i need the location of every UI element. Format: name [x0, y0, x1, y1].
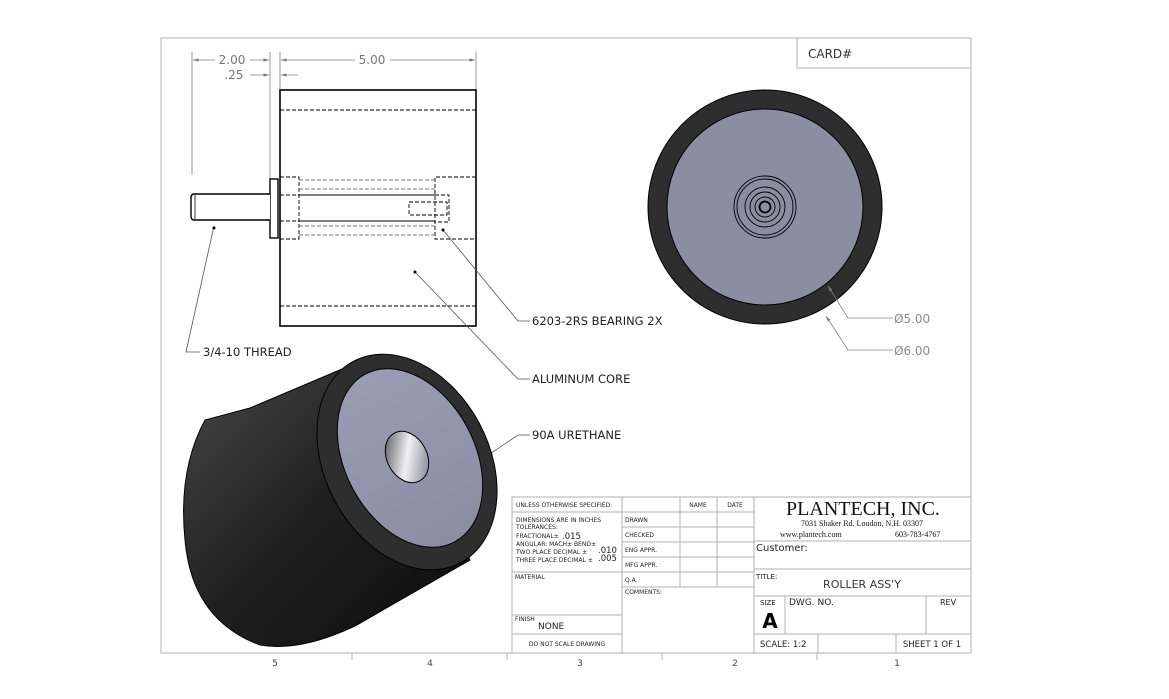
- sheet-number: SHEET 1 OF 1: [903, 640, 961, 650]
- do-not-scale-note: DO NOT SCALE DRAWING: [529, 641, 606, 648]
- drawing-title: ROLLER ASS'Y: [823, 578, 901, 591]
- dim-shaft-length: 2.00: [219, 53, 246, 67]
- size-label: SIZE: [760, 599, 776, 607]
- isometric-view: [183, 353, 498, 647]
- tol-angular: ANGULAR: MACH± BEND±: [516, 541, 596, 548]
- end-view: Ø5.00 Ø6.00: [647, 89, 930, 358]
- dimension-lines: [191, 52, 477, 180]
- signoff-row-eng-appr: ENG APPR.: [625, 547, 657, 554]
- tol-two-place: TWO PLACE DECIMAL ±: [515, 549, 587, 556]
- side-view: [190, 89, 477, 327]
- company-website: www.plantech.com: [780, 530, 842, 539]
- zone-1: 1: [894, 659, 900, 669]
- callout-core: ALUMINUM CORE: [532, 372, 630, 386]
- dim-core-diameter: Ø5.00: [894, 312, 930, 326]
- tol-units: DIMENSIONS ARE IN INCHES: [516, 517, 601, 524]
- tol-two-place-value: .010: [598, 546, 617, 556]
- title-label: TITLE:: [755, 573, 777, 581]
- rev-label: REV: [940, 598, 957, 607]
- callout-urethane: 90A URETHANE: [532, 428, 621, 442]
- customer-label: Customer:: [756, 543, 808, 554]
- signoff-row-qa: Q.A.: [625, 577, 638, 584]
- signoff-row-drawn: DRAWN: [625, 517, 648, 524]
- scale-value: SCALE: 1:2: [760, 640, 807, 650]
- material-label: MATERIAL: [515, 574, 545, 581]
- tol-three-place: THREE PLACE DECIMAL ±: [515, 557, 593, 564]
- signoff-row-checked: CHECKED: [625, 532, 654, 539]
- card-number-box: CARD#: [796, 38, 971, 69]
- col-name-header: NAME: [689, 502, 707, 509]
- dwg-no-label: DWG. NO.: [789, 598, 834, 608]
- company-name: PLANTECH, INC.: [786, 498, 940, 520]
- dim-flange-thickness: .25: [224, 68, 243, 82]
- tol-fractional: FRACTIONAL±: [516, 533, 559, 540]
- finish-label: FINISH: [515, 616, 535, 623]
- dim-outer-diameter: Ø6.00: [894, 344, 930, 358]
- signoff-row-mfg-appr: MFG APPR.: [625, 562, 657, 569]
- tol-header: UNLESS OTHERWISE SPECIFIED:: [516, 502, 612, 509]
- zone-2: 2: [732, 659, 738, 669]
- leader-lines: [185, 225, 530, 463]
- zone-3: 3: [577, 659, 583, 669]
- card-label: CARD#: [808, 47, 852, 61]
- dim-roller-width: 5.00: [359, 53, 386, 67]
- tol-fractional-value: .015: [562, 532, 581, 542]
- company-phone: 603-783-4767: [895, 530, 940, 539]
- tol-three-place-value: .005: [598, 554, 617, 564]
- tol-label: TOLERANCES:: [515, 524, 558, 531]
- callout-thread: 3/4-10 THREAD: [203, 345, 292, 359]
- title-block: [753, 496, 972, 654]
- zone-5: 5: [272, 659, 278, 669]
- company-address: 7031 Shaker Rd. Loudon, N.H. 03307: [801, 519, 923, 528]
- zone-4: 4: [427, 659, 433, 669]
- finish-value: NONE: [538, 622, 565, 632]
- zone-labels: 5 4 3 2 1: [272, 659, 900, 669]
- size-value: A: [762, 609, 778, 633]
- comments-label: COMMENTS:: [625, 589, 662, 596]
- callout-bearing: 6203-2RS BEARING 2X: [532, 314, 663, 328]
- signoff-table: [621, 496, 755, 654]
- col-date-header: DATE: [727, 502, 743, 509]
- zone-ticks: [351, 653, 818, 660]
